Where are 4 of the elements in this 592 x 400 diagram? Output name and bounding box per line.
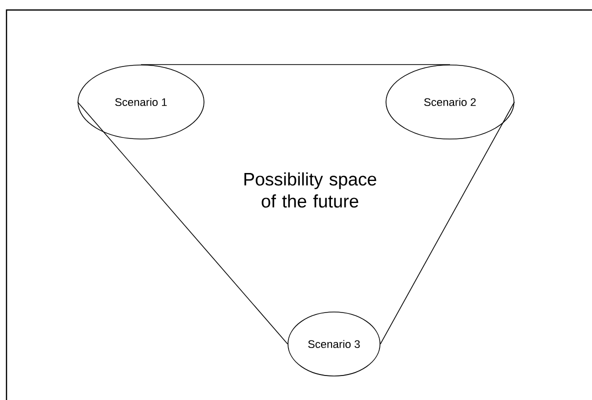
connector-line bbox=[380, 102, 515, 344]
connector-line bbox=[77, 102, 288, 344]
connector-line bbox=[140, 64, 450, 65]
area-label: Possibility space of the future bbox=[244, 172, 376, 208]
